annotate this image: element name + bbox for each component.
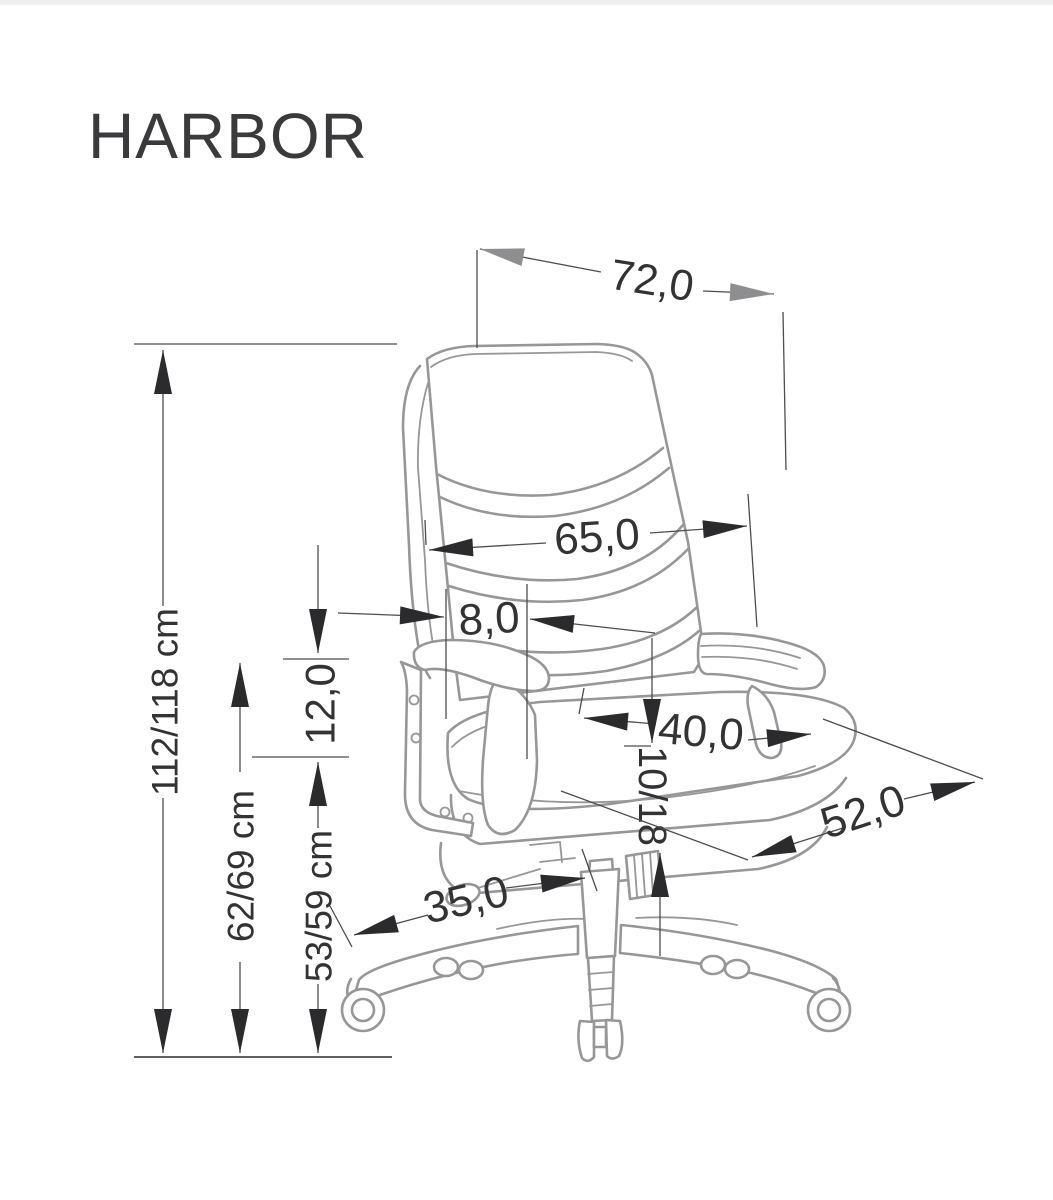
chair-adjust-knob [624,849,664,901]
caster-wheel-left [340,987,386,1033]
dimension-label-72-0: 72,0 [607,251,697,312]
dimension-label-52-0: 52,0 [815,775,912,848]
chair-back-shell [401,364,435,680]
dimension-label-35-0: 35,0 [419,866,513,933]
dimension-label-10-18: 10/18 [630,746,674,846]
dimension-62-69: 62/69 cm [221,663,262,1053]
dimension-label-62-69: 62/69 cm [221,790,262,942]
dimension-12-0: 12,0 [252,545,349,758]
dimension-112-118: 112/118 cm [134,343,397,1053]
dimension-53-59: 53/59 cm [299,762,340,1053]
dimension-65-0: 65,0 [424,493,758,628]
dimension-annotations: 72,0 65,0 8,0 112/118 cm [134,248,984,1058]
chair-underseat [439,776,848,896]
dimension-40-0: 40,0 [578,687,812,760]
dimension-label-65-0: 65,0 [553,510,642,565]
chair-base-leg-right [618,923,842,1004]
chair-left-armrest [399,638,551,838]
dimension-8-0: 8,0 [337,584,656,759]
chair-gas-lift [579,857,621,1023]
chair-drawing [340,342,857,1063]
chair-tilt-lever [445,868,541,908]
page-top-strip [0,0,1053,5]
dimension-label-12-0: 12,0 [297,663,344,745]
dimension-label-8-0: 8,0 [457,593,521,645]
dimension-label-53-59: 53/59 cm [299,830,340,982]
dimension-10-18: 10/18 [624,638,674,956]
dimension-label-112-118: 112/118 cm [145,608,186,796]
caster-wheel-front [577,1018,624,1063]
caster-wheel-right [806,987,852,1033]
chair-rear-legs [496,916,738,930]
chair-backrest-top-seam [430,351,633,368]
page-title: HARBOR [88,100,368,172]
chair-base-leg-left [345,924,580,1011]
chair-backrest-seams [435,446,701,677]
dimension-label-40-0: 40,0 [656,704,746,760]
